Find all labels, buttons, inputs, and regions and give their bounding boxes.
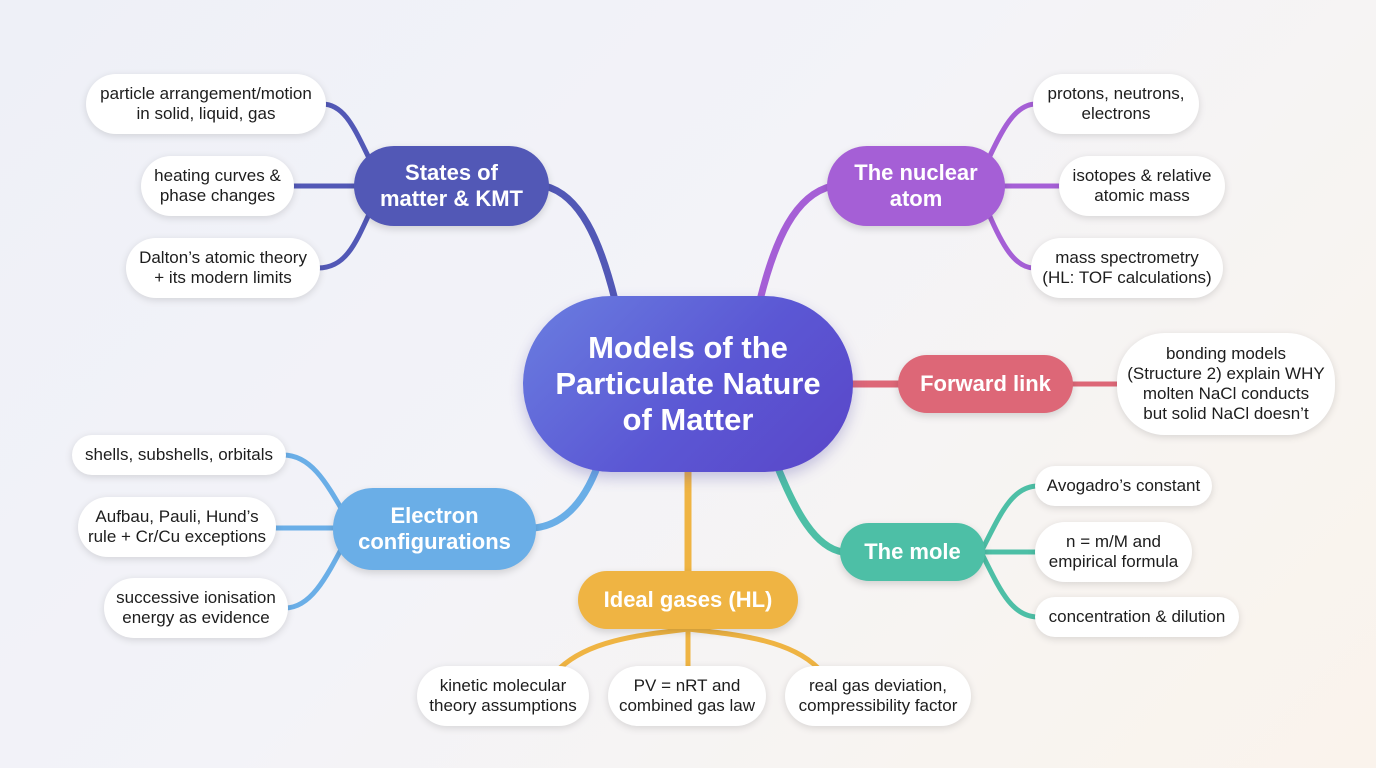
leaf-aufbau-pauli-hund: Aufbau, Pauli, Hund’s rule + Cr/Cu excep… — [78, 497, 276, 557]
leaf-heating-curves: heating curves & phase changes — [141, 156, 294, 216]
leaf-real-gas-deviation: real gas deviation, compressibility fact… — [785, 666, 971, 726]
branch-electron-configurations: Electron configurations — [333, 488, 536, 570]
branch-nuclear-atom: The nuclear atom — [827, 146, 1005, 226]
leaf-kinetic-molecular-theory: kinetic molecular theory assumptions — [417, 666, 589, 726]
connector-ideal-leaf-3 — [685, 626, 821, 671]
connector-ideal-leaf-1 — [557, 626, 691, 671]
leaf-bonding-models: bonding models (Structure 2) explain WHY… — [1117, 333, 1335, 435]
connector-center-states — [541, 182, 619, 304]
leaf-ionisation-energy: successive ionisation energy as evidence — [104, 578, 288, 638]
leaf-daltons-atomic-theory: Dalton’s atomic theory + its modern limi… — [126, 238, 320, 298]
leaf-particle-arrangement: particle arrangement/motion in solid, li… — [86, 74, 326, 134]
leaf-isotopes: isotopes & relative atomic mass — [1059, 156, 1225, 216]
connector-states-leaf-1 — [319, 101, 373, 163]
branch-states-of-matter: States of matter & KMT — [354, 146, 549, 226]
leaf-empirical-formula: n = m/M and empirical formula — [1035, 522, 1192, 582]
connector-center-mole — [774, 464, 847, 556]
connector-mole-leaf-3 — [980, 553, 1041, 620]
branch-the-mole: The mole — [840, 523, 985, 581]
central-topic: Models of the Particulate Nature of Matt… — [523, 296, 853, 472]
leaf-shells-subshells-orbitals: shells, subshells, orbitals — [72, 435, 286, 475]
leaf-avogadros-constant: Avogadro’s constant — [1035, 466, 1212, 506]
connector-electron-leaf-3 — [282, 539, 348, 611]
connector-nuclear-leaf-1 — [985, 101, 1039, 163]
leaf-ideal-gas-law: PV = nRT and combined gas law — [608, 666, 766, 726]
branch-ideal-gases: Ideal gases (HL) — [578, 571, 798, 629]
connector-center-nuclear — [756, 182, 836, 304]
connector-center-electron — [530, 461, 602, 532]
connector-mole-leaf-1 — [980, 483, 1041, 551]
branch-forward-link: Forward link — [898, 355, 1073, 413]
connector-nuclear-leaf-3 — [985, 209, 1037, 271]
connector-states-leaf-3 — [315, 209, 373, 271]
leaf-concentration-dilution: concentration & dilution — [1035, 597, 1239, 637]
leaf-mass-spectrometry: mass spectrometry (HL: TOF calculations) — [1031, 238, 1223, 298]
leaf-subatomic-particles: protons, neutrons, electrons — [1033, 74, 1199, 134]
connector-electron-leaf-1 — [280, 452, 348, 518]
